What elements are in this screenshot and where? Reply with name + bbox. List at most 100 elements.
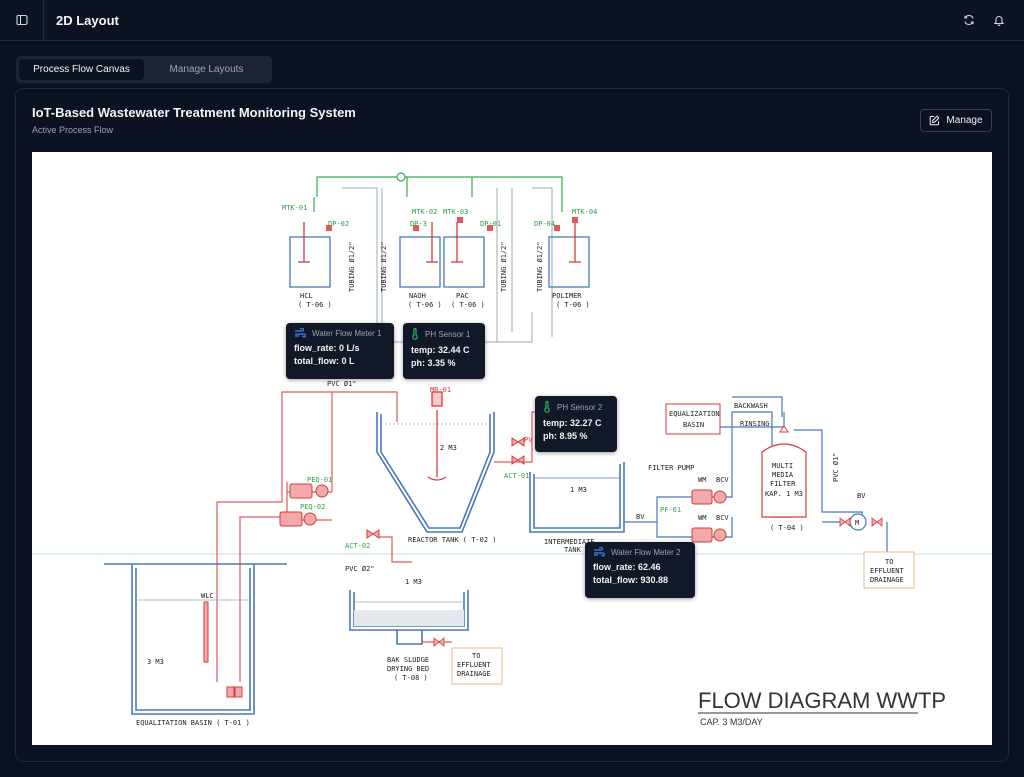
label-eq-basin-t01: EQUALITATION BASIN ( T-01 ) — [136, 719, 250, 727]
ph-sensor-1-name: PH Sensor 1 — [425, 329, 471, 339]
label-intermediate: INTERMEDIATE — [544, 538, 595, 546]
flow-diagram: MTK-01 DP-02 MTK-02 DP-3 MTK-03 DP-01 DP… — [32, 172, 992, 727]
refresh-button[interactable] — [958, 9, 980, 31]
label-pvc2: PVC Ø2" — [345, 565, 375, 573]
ph-sensor-2-name: PH Sensor 2 — [557, 402, 603, 412]
label-bcv-1: BCV — [716, 476, 729, 484]
label-sludge-volume: 1 M3 — [405, 578, 422, 586]
diagram-capacity: CAP. 3 M3/DAY — [700, 717, 763, 727]
manage-button[interactable]: Manage — [920, 109, 992, 132]
label-pac-t06: ( T-06 ) — [451, 301, 485, 309]
label-backwash: BACKWASH — [734, 402, 768, 410]
label-dp3: DP-3 — [410, 220, 427, 228]
label-mtk04: MTK-04 — [572, 208, 597, 216]
label-wlc: WLC — [201, 592, 214, 600]
label-eq-basin: EQUALIZATION — [669, 410, 720, 418]
label-mtk03: MTK-03 — [443, 208, 468, 216]
sensor-tooltip-ph-sensor-2[interactable]: PH Sensor 2 temp: 32.27 C ph: 8.95 % — [535, 396, 617, 452]
label-reactor-volume: 2 M3 — [440, 444, 457, 452]
view-tabs: Process Flow Canvas Manage Layouts — [16, 56, 272, 83]
sidebar-icon — [15, 14, 28, 26]
label-tubing-2: TUBING Ø1/2" — [380, 241, 388, 292]
sensor-tooltip-ph-sensor-1[interactable]: PH Sensor 1 temp: 32.44 C ph: 3.35 % — [403, 323, 485, 379]
ph-sensor-2-temp: temp: 32.27 C — [543, 418, 602, 428]
label-bcv-2: BCV — [716, 514, 729, 522]
ph-sensor-2-ph: ph: 8.95 % — [543, 431, 588, 441]
label-tubing-1: TUBING Ø1/2" — [348, 241, 356, 292]
label-bv-2: BV — [857, 492, 866, 500]
label-peq01: PEQ-01 — [307, 476, 332, 484]
label-polimer-t06: ( T-06 ) — [556, 301, 590, 309]
label-dp01: DP-01 — [480, 220, 501, 228]
manage-label: Manage — [946, 115, 983, 126]
label-media: MEDIA — [772, 471, 794, 479]
label-wm-1: WM — [698, 476, 706, 484]
label-dp04: DP-04 — [534, 220, 555, 228]
label-bak-sludge: BAK SLUDGE — [387, 656, 429, 664]
label-rinsing: RINSING — [740, 420, 770, 428]
label-pvc1-top: PVC Ø1" — [327, 380, 357, 388]
flow-meter-1-total: total_flow: 0 L — [294, 356, 355, 366]
label-eq-basin-2: BASIN — [683, 421, 704, 429]
label-filter: FILTER — [770, 480, 796, 488]
label-tubing-3: TUBING Ø1/2" — [500, 241, 508, 292]
label-naoh: NAOH — [409, 292, 426, 300]
label-naoh-t06: ( T-06 ) — [408, 301, 442, 309]
diagram-title: FLOW DIAGRAM WWTP — [698, 688, 946, 713]
label-effluent-right: EFFLUENT — [870, 567, 905, 575]
label-tubing-4: TUBING Ø1/2" — [536, 241, 544, 292]
sensor-tooltip-flow-meter-1[interactable]: Water Flow Meter 1 flow_rate: 0 L/s tota… — [286, 323, 394, 379]
ph-sensor-1-temp: temp: 32.44 C — [411, 345, 470, 355]
flow-meter-1-name: Water Flow Meter 1 — [312, 328, 382, 338]
label-polimer: POLIMER — [552, 292, 582, 300]
label-intermediate-tank: TANK — [564, 546, 582, 554]
label-hcl-t06: ( T-06 ) — [298, 301, 332, 309]
label-to-left: TO — [472, 652, 480, 660]
ph-sensor-1-ph: ph: 3.35 % — [411, 358, 456, 368]
flow-meter-1-rate: flow_rate: 0 L/s — [294, 343, 360, 353]
label-multi: MULTI — [772, 462, 793, 470]
sidebar-toggle-button[interactable] — [0, 0, 44, 41]
card-subtitle: Active Process Flow — [32, 125, 114, 135]
label-mtk01: MTK-01 — [282, 204, 307, 212]
label-reactor: REACTOR TANK ( T-02 ) — [408, 536, 497, 544]
label-dp02: DP-02 — [328, 220, 349, 228]
tab-manage-layouts[interactable]: Manage Layouts — [169, 64, 244, 75]
notifications-button[interactable] — [988, 9, 1010, 31]
flow-meter-2-rate: flow_rate: 62.46 — [593, 562, 661, 572]
edit-icon — [930, 115, 940, 126]
sensor-tooltip-flow-meter-2[interactable]: Water Flow Meter 2 flow_rate: 62.46 tota… — [585, 542, 695, 598]
label-act02: ACT-02 — [345, 542, 370, 550]
label-pac: PAC — [456, 292, 469, 300]
label-drainage-left: DRAINAGE — [457, 670, 491, 678]
label-t08: ( T-08 ) — [394, 674, 428, 682]
label-intermediate-volume: 1 M3 — [570, 486, 587, 494]
label-bv-1: BV — [636, 513, 645, 521]
label-motor: M — [855, 519, 859, 527]
page-title: 2D Layout — [56, 12, 119, 28]
label-hcl: HCL — [300, 292, 313, 300]
label-act01: ACT-01 — [504, 472, 529, 480]
tab-process-flow-canvas[interactable]: Process Flow Canvas — [19, 59, 144, 80]
label-drainage-right: DRAINAGE — [870, 576, 904, 584]
thermometer-icon — [412, 328, 418, 340]
label-drying-bed: DRYING BED — [387, 665, 429, 673]
wind-icon — [594, 547, 605, 557]
label-mtk02: MTK-02 — [412, 208, 437, 216]
refresh-icon — [964, 14, 974, 26]
bell-icon — [993, 16, 1005, 26]
label-to-right: TO — [885, 558, 893, 566]
process-flow-canvas[interactable]: MTK-01 DP-02 MTK-02 DP-3 MTK-03 DP-01 DP… — [32, 152, 992, 745]
top-bar: 2D Layout — [0, 0, 1024, 41]
thermometer-icon — [544, 401, 550, 413]
label-mr01: MR-01 — [430, 386, 451, 394]
label-filter-pump: FILTER PUMP — [648, 464, 694, 472]
flow-meter-2-name: Water Flow Meter 2 — [611, 547, 681, 557]
flow-meter-2-total: total_flow: 930.88 — [593, 575, 669, 585]
card-title: IoT-Based Wastewater Treatment Monitorin… — [32, 105, 356, 120]
label-kap: KAP. 1 M3 — [765, 490, 803, 498]
label-pf01: PF-01 — [660, 506, 681, 514]
wind-icon — [295, 328, 306, 338]
label-basin-volume: 3 M3 — [147, 658, 164, 666]
label-pvc1-right: PVC Ø1" — [832, 452, 840, 482]
